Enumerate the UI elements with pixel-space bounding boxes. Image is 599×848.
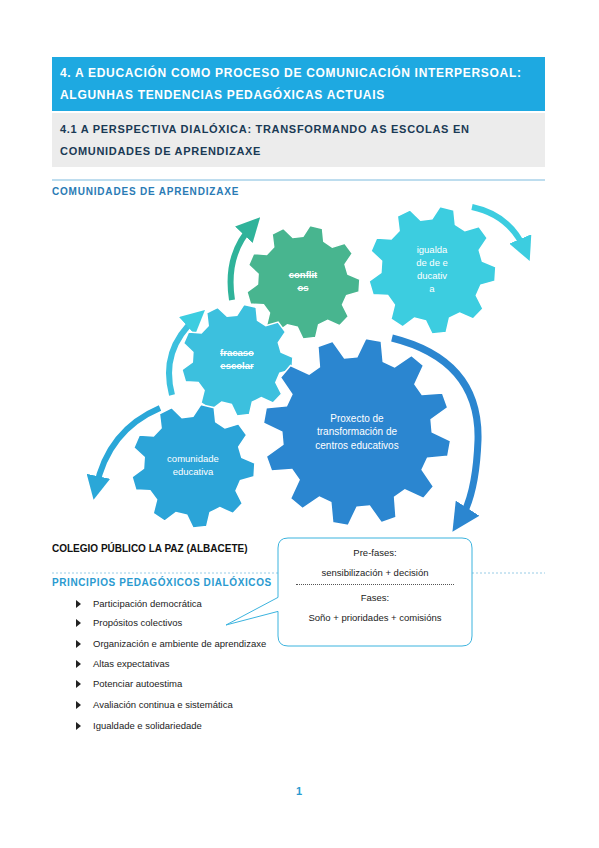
gear-label: fracaso escolar: [214, 347, 260, 373]
bullet-marker: [76, 680, 81, 688]
section-heading: PRINCIPIOS PEDAGÓXICOS DIALÓXICOS: [52, 577, 272, 588]
band-text: 4.1 A PERSPECTIVA DIALÓXICA: TRANSFORMAN…: [60, 118, 537, 162]
gear-shape: fracaso escolar: [179, 302, 295, 418]
bullet-marker: [76, 619, 81, 627]
gear-label: igualdade de educativa: [415, 244, 449, 295]
callout-text: Fases:: [288, 591, 462, 605]
bullet-item: Avaliación continua e sistemática: [93, 699, 233, 710]
gear-label: Proxecto de transformación de centros ed…: [305, 412, 409, 453]
heading-band: 4.1 A PERSPECTIVA DIALÓXICA: TRANSFORMAN…: [52, 113, 545, 167]
callout-text: Soño + prioridades + comisións: [288, 611, 462, 625]
bullet-item: Potenciar autoestima: [93, 678, 182, 689]
callout-text: Pre-fases:: [288, 546, 462, 560]
rule-line: [52, 180, 545, 181]
gear-shape: igualdade de educativa: [366, 204, 498, 336]
section-heading: COLEGIO PÚBLICO LA PAZ (ALBACETE): [52, 543, 248, 554]
bullet-item: Altas expectativas: [93, 658, 170, 669]
bullet-marker: [76, 640, 81, 648]
gear-body: [182, 304, 293, 416]
heading-band: 4. A EDUCACIÓN COMO PROCESO DE COMUNICAC…: [52, 57, 545, 111]
bullet-item: Organización e ambiente de aprendizaxe: [93, 638, 266, 649]
band-text: 4. A EDUCACIÓN COMO PROCESO DE COMUNICAC…: [60, 62, 537, 106]
gear-shape: comunidade educativa: [129, 402, 257, 530]
callout-border: [226, 538, 472, 646]
bullet-marker: [76, 722, 81, 730]
bullet-marker: [76, 701, 81, 709]
callout-box: Pre-fases: sensibilización + decisiónFase…: [278, 538, 472, 646]
gear-body: [263, 338, 450, 525]
page-number: 1: [296, 785, 302, 797]
dotted-separator: [296, 584, 454, 585]
section-heading: COMUNIDADES DE APRENDIZAXE: [52, 186, 239, 197]
gear-label: comunidade educativa: [160, 453, 226, 479]
gear-body: [369, 207, 496, 335]
gear-body: [132, 405, 255, 529]
bullet-item: Participación democrática: [93, 598, 202, 609]
bullet-marker: [76, 660, 81, 668]
bullet-item: Igualdade e solidariedade: [93, 720, 202, 731]
gear-label: conflitos: [288, 269, 318, 295]
bullet-marker: [76, 600, 81, 608]
bullet-item: Propósitos colectivos: [93, 617, 182, 628]
gear-shape: Proxecto de transformación de centros ed…: [261, 336, 453, 528]
gear-body: [247, 225, 360, 339]
callout-text: sensibilización + decisión: [288, 566, 462, 580]
